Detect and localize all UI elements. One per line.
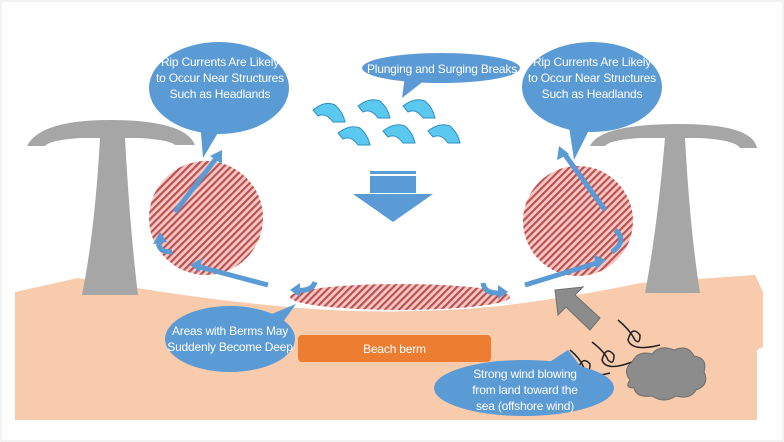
wave-fin-icons xyxy=(312,99,461,146)
rip-current-arrow-icon xyxy=(560,150,608,212)
beach-berm-bar xyxy=(298,335,491,362)
down-arrow-icon xyxy=(353,171,433,222)
rip-current-arrow-icon xyxy=(195,263,269,288)
wave-fin-icon xyxy=(312,102,346,123)
rip-current-arrow-icon xyxy=(173,154,220,214)
berm-deep-zone xyxy=(290,284,510,310)
callout-breaks: Plunging and Surging Breaks xyxy=(366,62,518,76)
wave-fin-icon xyxy=(337,126,371,146)
headland-right-icon xyxy=(590,124,757,293)
rip-current-arrow-icon xyxy=(524,259,601,288)
rip-current-arrow-icon xyxy=(610,228,624,254)
wave-fin-icon xyxy=(382,124,416,144)
beach-berm-label: Beach berm xyxy=(363,342,426,356)
headland-left-icon xyxy=(27,120,195,295)
callout-offshore-wind: Strong wind blowing from land toward the… xyxy=(472,367,578,413)
callout-berms: Areas with Berms May Suddenly Become Dee… xyxy=(167,324,293,354)
rip-zone-right xyxy=(523,166,633,276)
rip-zone-left xyxy=(149,161,263,275)
wind-arrow-icon xyxy=(554,286,601,331)
callout-right-rip: Rip Currents Are Likely to Occur Near St… xyxy=(528,55,656,101)
callout-left-rip: Rip Currents Are Likely to Occur Near St… xyxy=(156,55,284,101)
wave-fin-icon xyxy=(402,99,436,119)
wave-fin-icon xyxy=(357,99,391,119)
cloud-icon xyxy=(626,347,707,401)
rip-current-arrowheads xyxy=(153,146,606,299)
wave-fin-icon xyxy=(427,124,461,144)
callout-shapes xyxy=(149,42,662,416)
